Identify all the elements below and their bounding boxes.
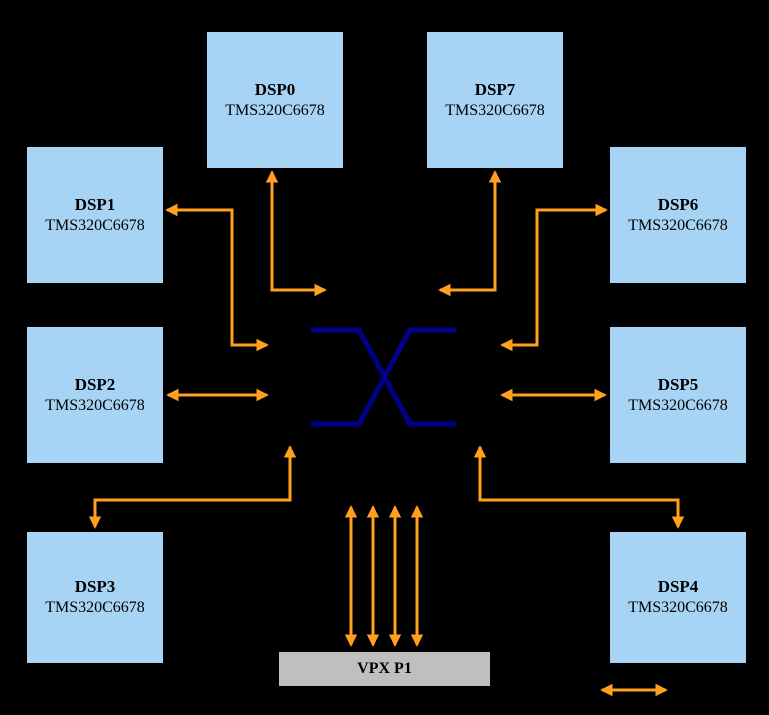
switch-cross-line-2 xyxy=(311,327,456,427)
dsp5-part-number: TMS320C6678 xyxy=(628,396,728,414)
dsp7-node: DSP7 TMS320C6678 xyxy=(425,30,565,170)
dsp2-node: DSP2 TMS320C6678 xyxy=(25,325,165,465)
dsp2-part-number: TMS320C6678 xyxy=(45,396,145,414)
vpx-p1-connector: VPX P1 xyxy=(277,650,492,688)
dsp3-node: DSP3 TMS320C6678 xyxy=(25,530,165,665)
dsp0-part-number: TMS320C6678 xyxy=(225,101,325,119)
dsp0-node: DSP0 TMS320C6678 xyxy=(205,30,345,170)
dsp4-node: DSP4 TMS320C6678 xyxy=(608,530,748,665)
dsp6-title: DSP6 xyxy=(657,194,699,214)
vpx-p1-label: VPX P1 xyxy=(357,660,412,677)
connector-dsp1-switch xyxy=(165,203,269,352)
dsp1-part-number: TMS320C6678 xyxy=(45,216,145,234)
dsp0-title: DSP0 xyxy=(254,79,296,99)
dsp5-node: DSP5 TMS320C6678 xyxy=(608,325,748,465)
dsp6-node: DSP6 TMS320C6678 xyxy=(608,145,748,285)
connector-dsp7-switch xyxy=(438,170,502,297)
dsp6-part-number: TMS320C6678 xyxy=(628,216,728,234)
dsp2-title: DSP2 xyxy=(74,374,116,394)
dsp7-title: DSP7 xyxy=(474,79,516,99)
switch-cross-line-1 xyxy=(311,327,456,427)
dsp7-part-number: TMS320C6678 xyxy=(445,101,545,119)
dsp1-node: DSP1 TMS320C6678 xyxy=(25,145,165,285)
crossbar-switch-icon xyxy=(311,327,456,427)
dsp5-title: DSP5 xyxy=(657,374,699,394)
dsp3-title: DSP3 xyxy=(74,577,116,597)
dsp4-part-number: TMS320C6678 xyxy=(628,599,728,617)
connector-dsp0-switch xyxy=(265,170,327,297)
dsp3-part-number: TMS320C6678 xyxy=(45,599,145,617)
dsp4-title: DSP4 xyxy=(657,577,699,597)
dsp1-title: DSP1 xyxy=(74,194,116,214)
connector-dsp6-switch xyxy=(500,203,608,352)
